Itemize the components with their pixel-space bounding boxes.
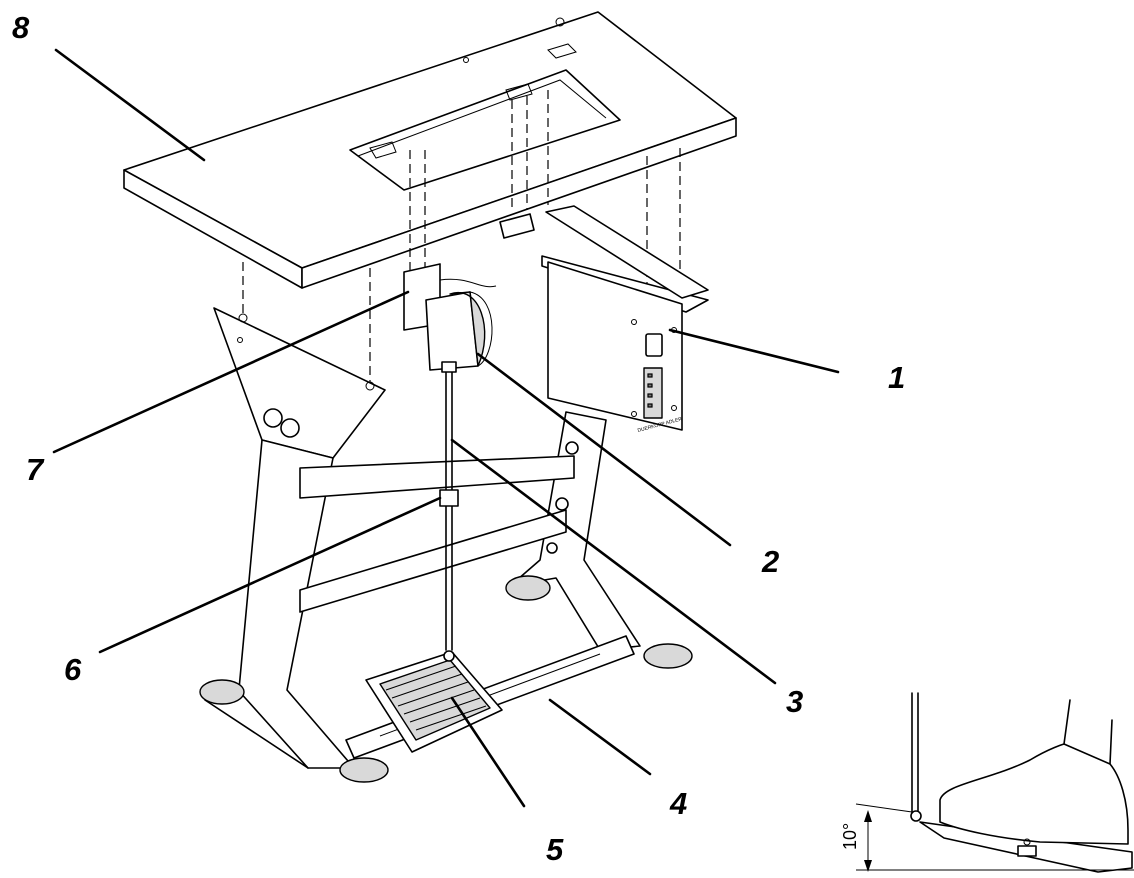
table-top <box>123 11 737 289</box>
callout-8: 8 <box>12 10 30 45</box>
pedal-angle-inset: 10° <box>840 692 1134 873</box>
leader-3 <box>450 438 777 685</box>
pedal <box>365 651 503 753</box>
callout-5: 5 <box>546 832 564 867</box>
speed-controller <box>403 263 497 373</box>
leader-8 <box>54 48 206 162</box>
callout-7: 7 <box>26 452 44 487</box>
pedal-rod <box>439 371 459 662</box>
angle-label: 10° <box>840 823 860 850</box>
leader-6 <box>98 496 442 654</box>
callout-6: 6 <box>64 652 82 687</box>
callout-2: 2 <box>762 544 780 579</box>
callout-4: 4 <box>670 786 688 821</box>
callout-1: 1 <box>888 360 906 395</box>
control-box: DUERKOPP ADLER <box>541 205 709 434</box>
leader-4 <box>548 698 652 776</box>
leader-7 <box>52 290 410 454</box>
callout-3: 3 <box>786 684 804 719</box>
leader-2 <box>476 352 732 547</box>
left-leg-frame <box>199 307 389 783</box>
cross-bars <box>299 455 575 613</box>
leader-5 <box>450 696 526 808</box>
leader-1 <box>668 328 840 374</box>
leader-lines <box>52 48 840 808</box>
